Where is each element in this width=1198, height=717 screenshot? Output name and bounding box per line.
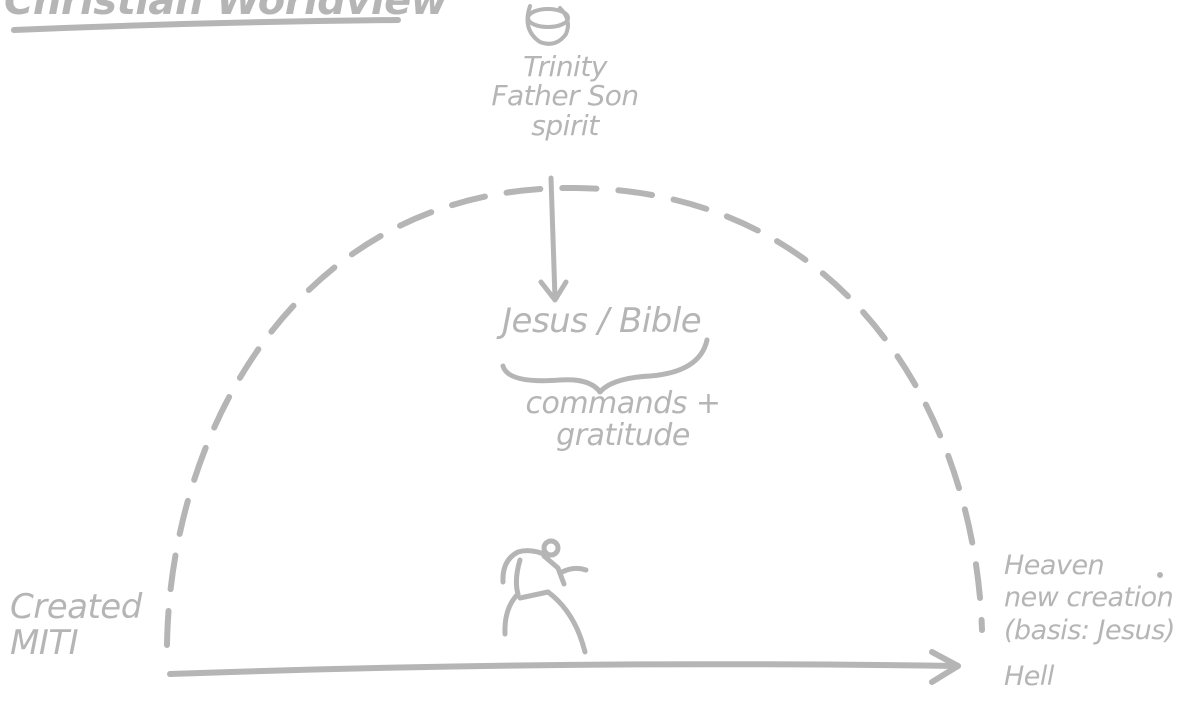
- destination-heaven: Heaven: [1004, 550, 1175, 582]
- jesus-bible-label: Jesus / Bible: [502, 304, 701, 340]
- created-line-1: Created: [10, 590, 142, 626]
- created-label: Created MITI: [10, 590, 142, 661]
- curly-brace-icon: [503, 340, 707, 392]
- trinity-line-1: Trinity: [470, 52, 660, 81]
- destination-hell: Hell: [1004, 661, 1175, 693]
- trinity-knot-icon: [528, 6, 568, 44]
- trinity-line-3: spirit: [470, 111, 660, 140]
- destinations-label: Heaven new creation (basis: Jesus) Hell: [1004, 550, 1175, 694]
- created-line-2: MITI: [10, 626, 142, 662]
- commands-line-1: commands +: [518, 388, 728, 420]
- timeline-arrow: [170, 652, 958, 682]
- walking-person-icon: [503, 541, 586, 652]
- destination-new-creation: new creation: [1004, 582, 1175, 614]
- down-arrow: [541, 178, 566, 300]
- page-title: Christian Worldview: [4, 0, 447, 22]
- trinity-label: Trinity Father Son spirit: [470, 52, 660, 140]
- trinity-line-2: Father Son: [470, 81, 660, 110]
- commands-line-2: gratitude: [518, 420, 728, 452]
- destination-basis: (basis: Jesus): [1004, 615, 1175, 647]
- commands-label: commands + gratitude: [518, 388, 728, 451]
